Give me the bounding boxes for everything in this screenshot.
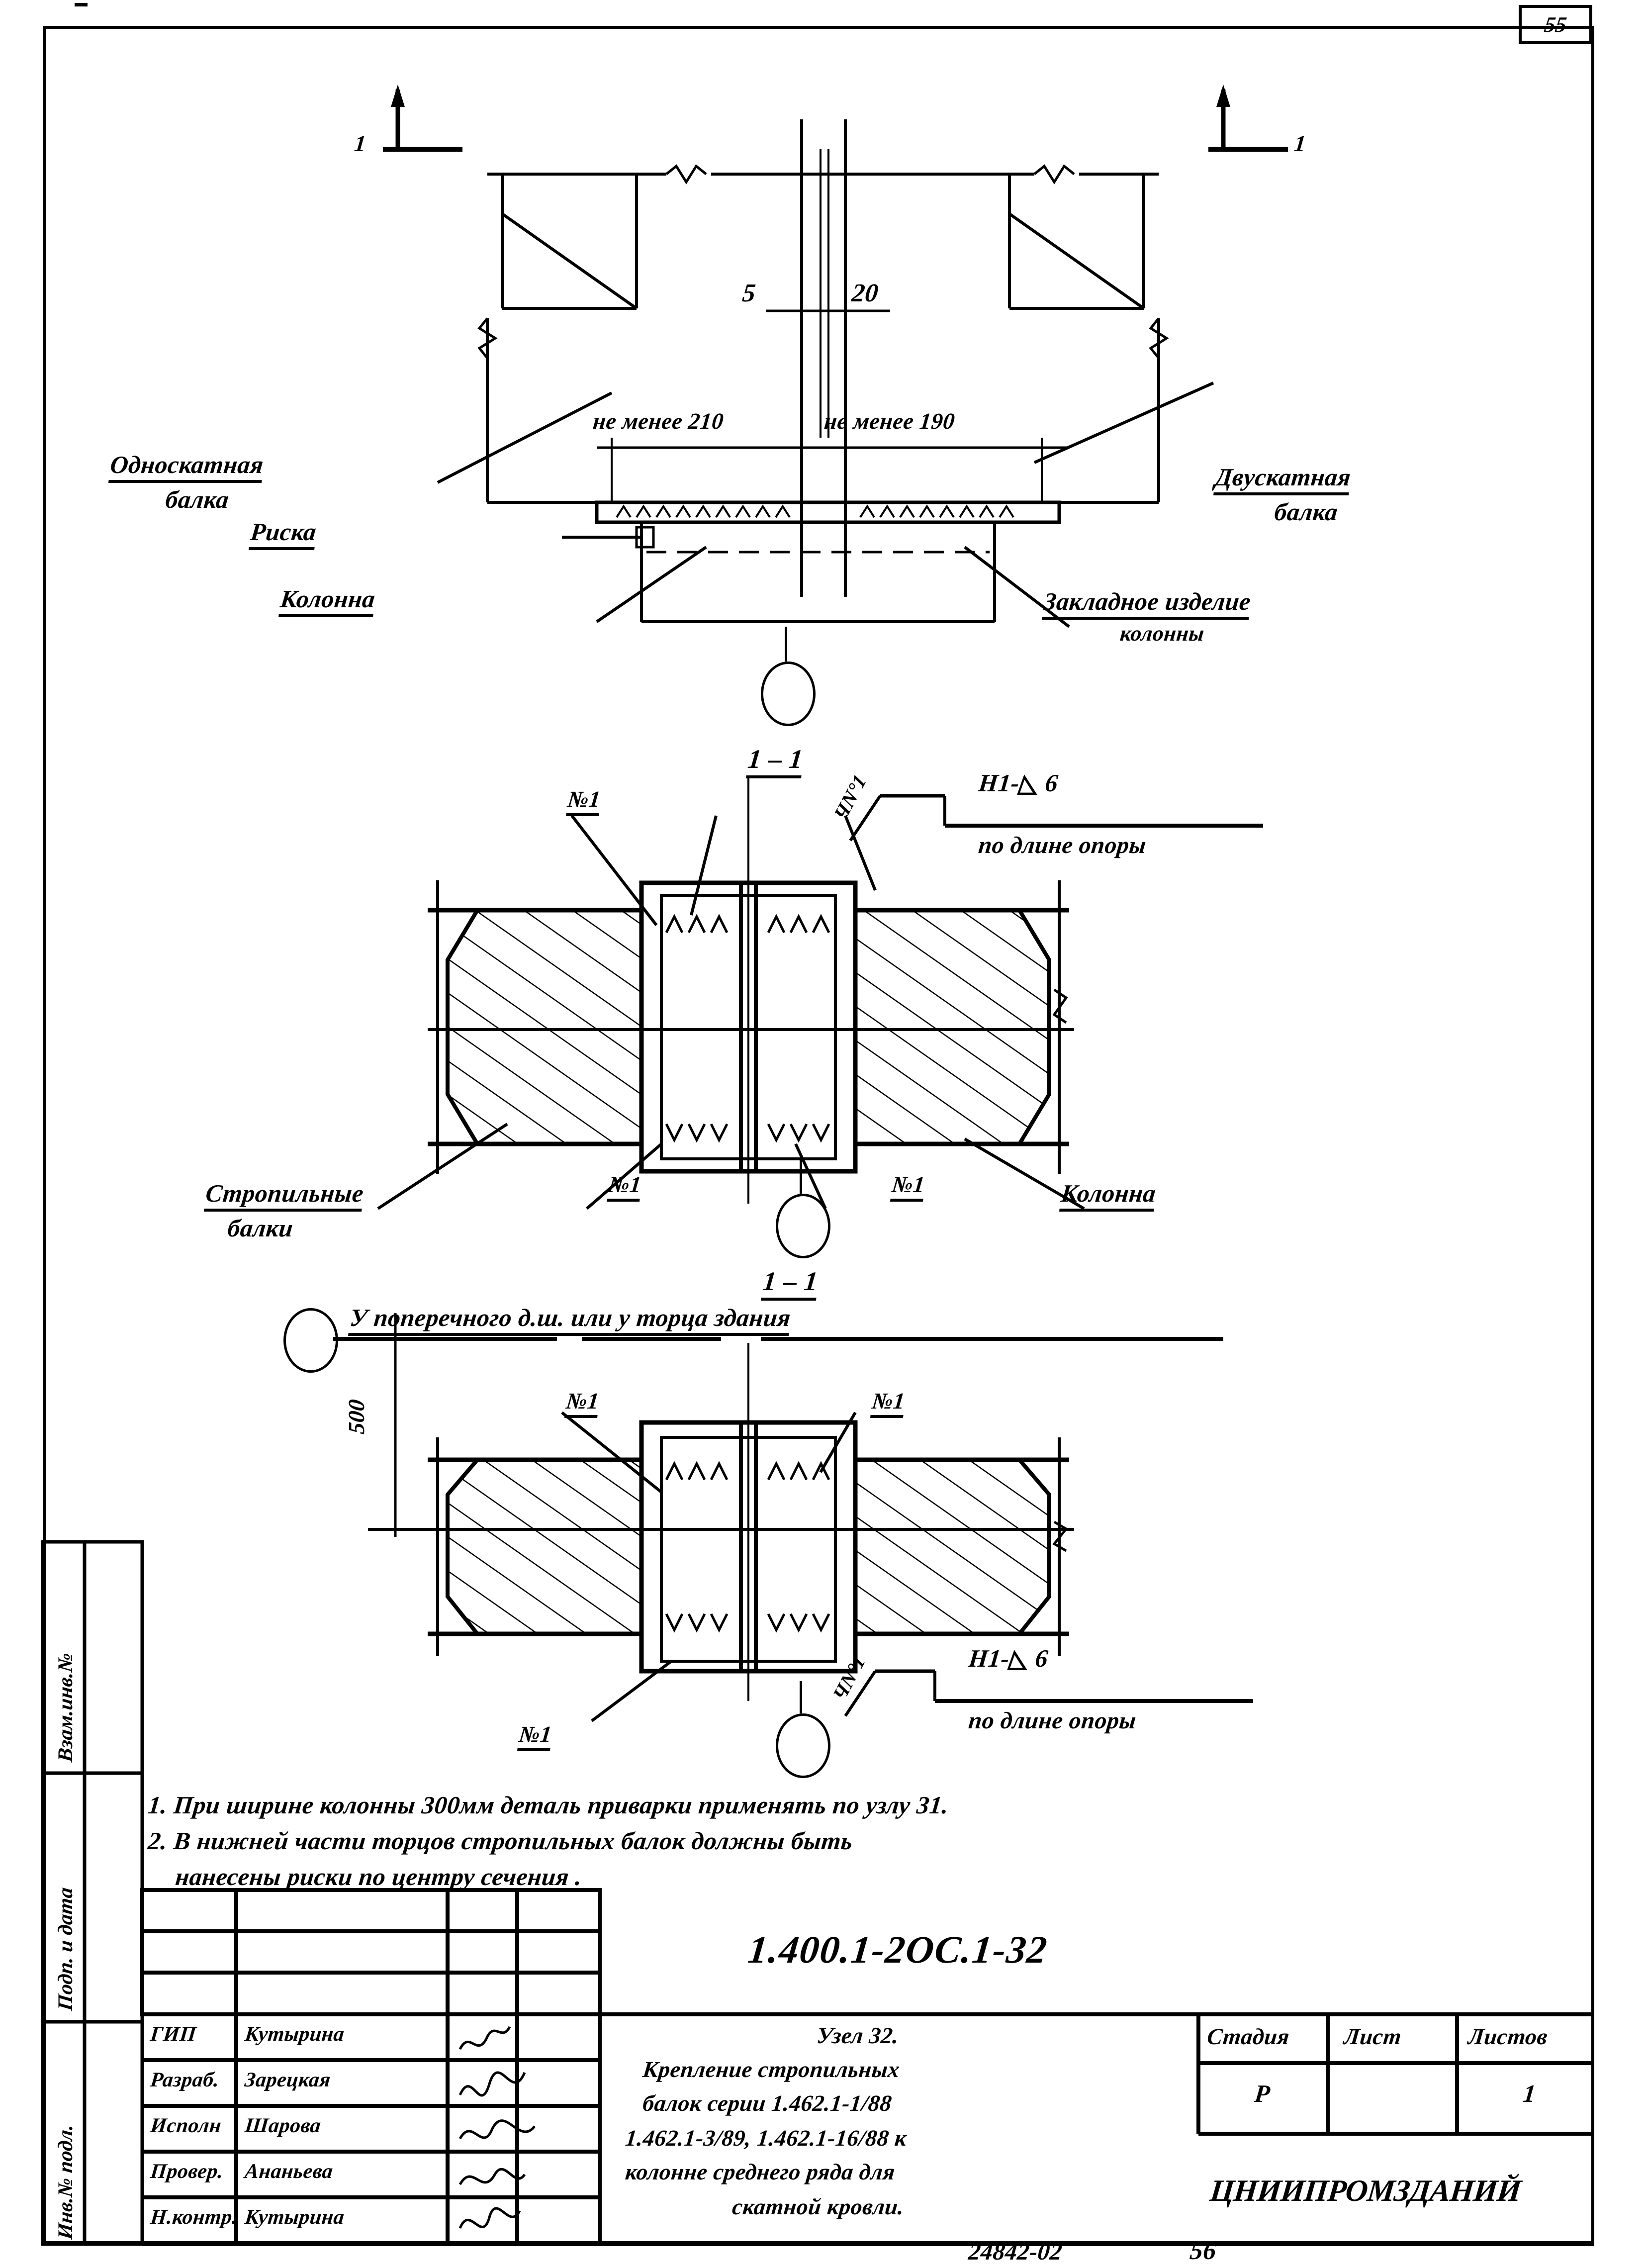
organization-name: ЦНИИПРОМЗДАНИЙ: [1208, 2174, 1523, 2208]
section-circle-stem-lower: [800, 1681, 802, 1713]
bottom-code: 24842-02: [967, 2239, 1064, 2265]
stage-header: Стадия: [1206, 2024, 1291, 2049]
bottom-page-number: 56: [1188, 2237, 1218, 2265]
title-line-1: Крепление стропильных: [641, 2057, 901, 2082]
title-line-3: 1.462.1-3/89, 1.462.1-16/88 к: [624, 2125, 908, 2151]
page-number-box: 55: [1519, 5, 1592, 44]
title-line-5: скатной кровли.: [731, 2194, 906, 2219]
title-line-2: балок серии 1.462.1-1/88: [641, 2090, 893, 2116]
section-circle-lower: [776, 1713, 830, 1778]
sheet-header: Лист: [1343, 2024, 1403, 2049]
title-line-0: Узел 32.: [816, 2023, 900, 2048]
title-line-4: колонне среднего ряда для: [624, 2159, 897, 2184]
section-circle-top: [761, 662, 816, 726]
stage-value: Р: [1253, 2079, 1272, 2107]
section-circle-stem-mid: [800, 1159, 802, 1194]
top-edge-tick: [75, 3, 88, 6]
section-circle-mid: [776, 1194, 830, 1258]
section-circle-bottom-left: [283, 1308, 338, 1373]
section-circle-stem-top: [785, 627, 787, 662]
sheets-header: Листов: [1467, 2024, 1549, 2049]
